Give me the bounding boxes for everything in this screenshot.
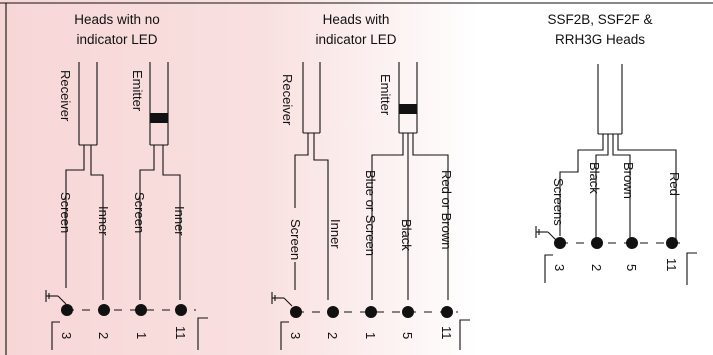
terminal-dot (365, 306, 377, 318)
panel-heading-line: indicator LED (76, 32, 157, 47)
terminal-number: 5 (624, 264, 639, 271)
panel-heading-line: Heads with no (74, 12, 160, 27)
terminal-dot (61, 304, 73, 316)
cable-label: Emitter (378, 74, 393, 116)
panel-heading-line: Heads with (323, 12, 390, 27)
terminal-dot (554, 237, 566, 249)
cable-emitter (371, 62, 449, 300)
cable-ssf (559, 64, 677, 240)
panel-ssf2b: SSF2B, SSF2F & RRH3G Heads Screens Black… (535, 12, 697, 285)
wire-label: Screen (58, 192, 73, 233)
panel-heading-line: indicator LED (315, 32, 396, 47)
terminal-number: 11 (173, 326, 188, 340)
terminal-number: 1 (363, 332, 378, 339)
wire-label: Screen (132, 192, 147, 233)
wire-label: Inner (96, 206, 111, 236)
cable-label: Receiver (58, 70, 73, 122)
terminal-number: 3 (288, 332, 303, 339)
terminal-number: 2 (325, 332, 340, 339)
panel-heading-line: SSF2B, SSF2F & (547, 12, 652, 27)
panel-tint (0, 0, 480, 355)
terminal-dot (666, 237, 678, 249)
terminal-number: 3 (59, 332, 74, 339)
wire-label: Black (399, 219, 414, 251)
terminal-number: 11 (439, 326, 454, 340)
terminal-number: 1 (134, 332, 149, 339)
ground-icon (271, 292, 293, 307)
terminal-dot (98, 304, 110, 316)
wire-label: Screens (551, 178, 566, 226)
ground-icon (45, 290, 67, 305)
terminal-dot (591, 237, 603, 249)
cable-emitter (139, 62, 181, 300)
terminal-dot (626, 237, 638, 249)
terminal-dot (441, 306, 453, 318)
cable-receiver (294, 62, 329, 300)
cable-label: Emitter (130, 70, 145, 112)
indicator-band (399, 104, 417, 114)
panel-heading-line: RRH3G Heads (555, 32, 645, 47)
terminal-dot (175, 304, 187, 316)
terminal-number: 3 (552, 264, 567, 271)
wire-label: Inner (328, 219, 343, 249)
panel-no-led: Heads with no indicator LED Receiver Emi… (45, 12, 208, 350)
cable-receiver (65, 62, 104, 300)
terminal-dot (327, 306, 339, 318)
wire-label: Brown (621, 162, 636, 199)
terminal-dot (290, 306, 302, 318)
cable-label: Receiver (280, 74, 295, 126)
wire-label: Screen (288, 219, 303, 260)
terminal-number: 5 (400, 332, 415, 339)
panel-with-led: Heads with indicator LED Receiver Emitte… (271, 12, 470, 350)
indicator-band (150, 113, 168, 123)
wire-label: Blue or Screen (363, 170, 378, 256)
terminal-dot (135, 304, 147, 316)
terminal-number: 2 (96, 332, 111, 339)
wire-label: Red or Brown (439, 170, 454, 249)
wire-label: Black (587, 162, 602, 194)
wire-label: Red (667, 172, 682, 196)
terminal-dot (402, 306, 414, 318)
terminal-number: 2 (589, 264, 604, 271)
terminal-number: 11 (664, 258, 679, 272)
wire-label: Inner (172, 206, 187, 236)
ground-icon (535, 226, 557, 241)
